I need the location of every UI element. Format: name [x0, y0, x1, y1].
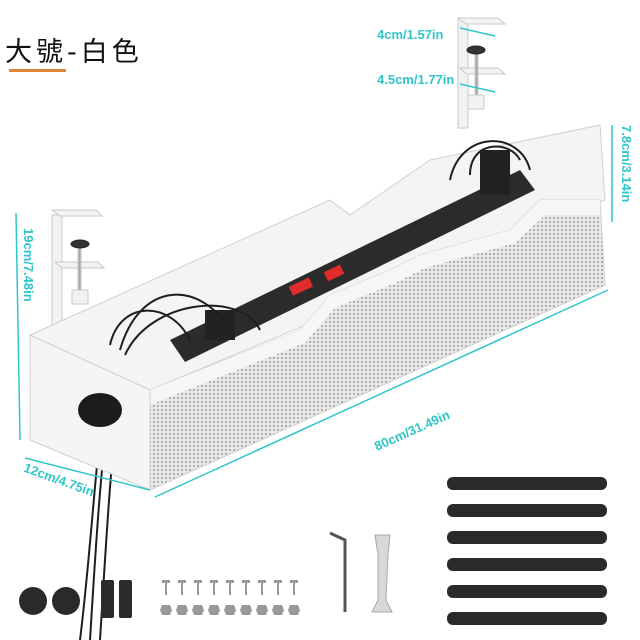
- dimension-height-right: 7.8cm/3.14in: [619, 125, 634, 203]
- tray-back-wall: [28, 124, 606, 391]
- left-clamp: [50, 209, 106, 336]
- cable-hole: [78, 393, 122, 427]
- hex-key: [329, 531, 347, 612]
- dimension-lines: [15, 27, 613, 498]
- hook-and-loop-pads: [101, 580, 132, 618]
- right-clamp: [456, 17, 507, 129]
- cable-ties: [447, 477, 607, 625]
- title-underline: [9, 69, 66, 72]
- product-variant-title: 大號-白色: [5, 37, 143, 68]
- dimension-clamp-top: 4cm/1.57in: [377, 27, 444, 42]
- adhesive-pads: [19, 587, 80, 615]
- dimension-clamp-bottom: 4.5cm/1.77in: [377, 72, 455, 87]
- screws-and-nuts: [160, 580, 300, 615]
- wrench: [371, 534, 393, 613]
- dimension-height-left: 19cm/7.48in: [21, 228, 36, 302]
